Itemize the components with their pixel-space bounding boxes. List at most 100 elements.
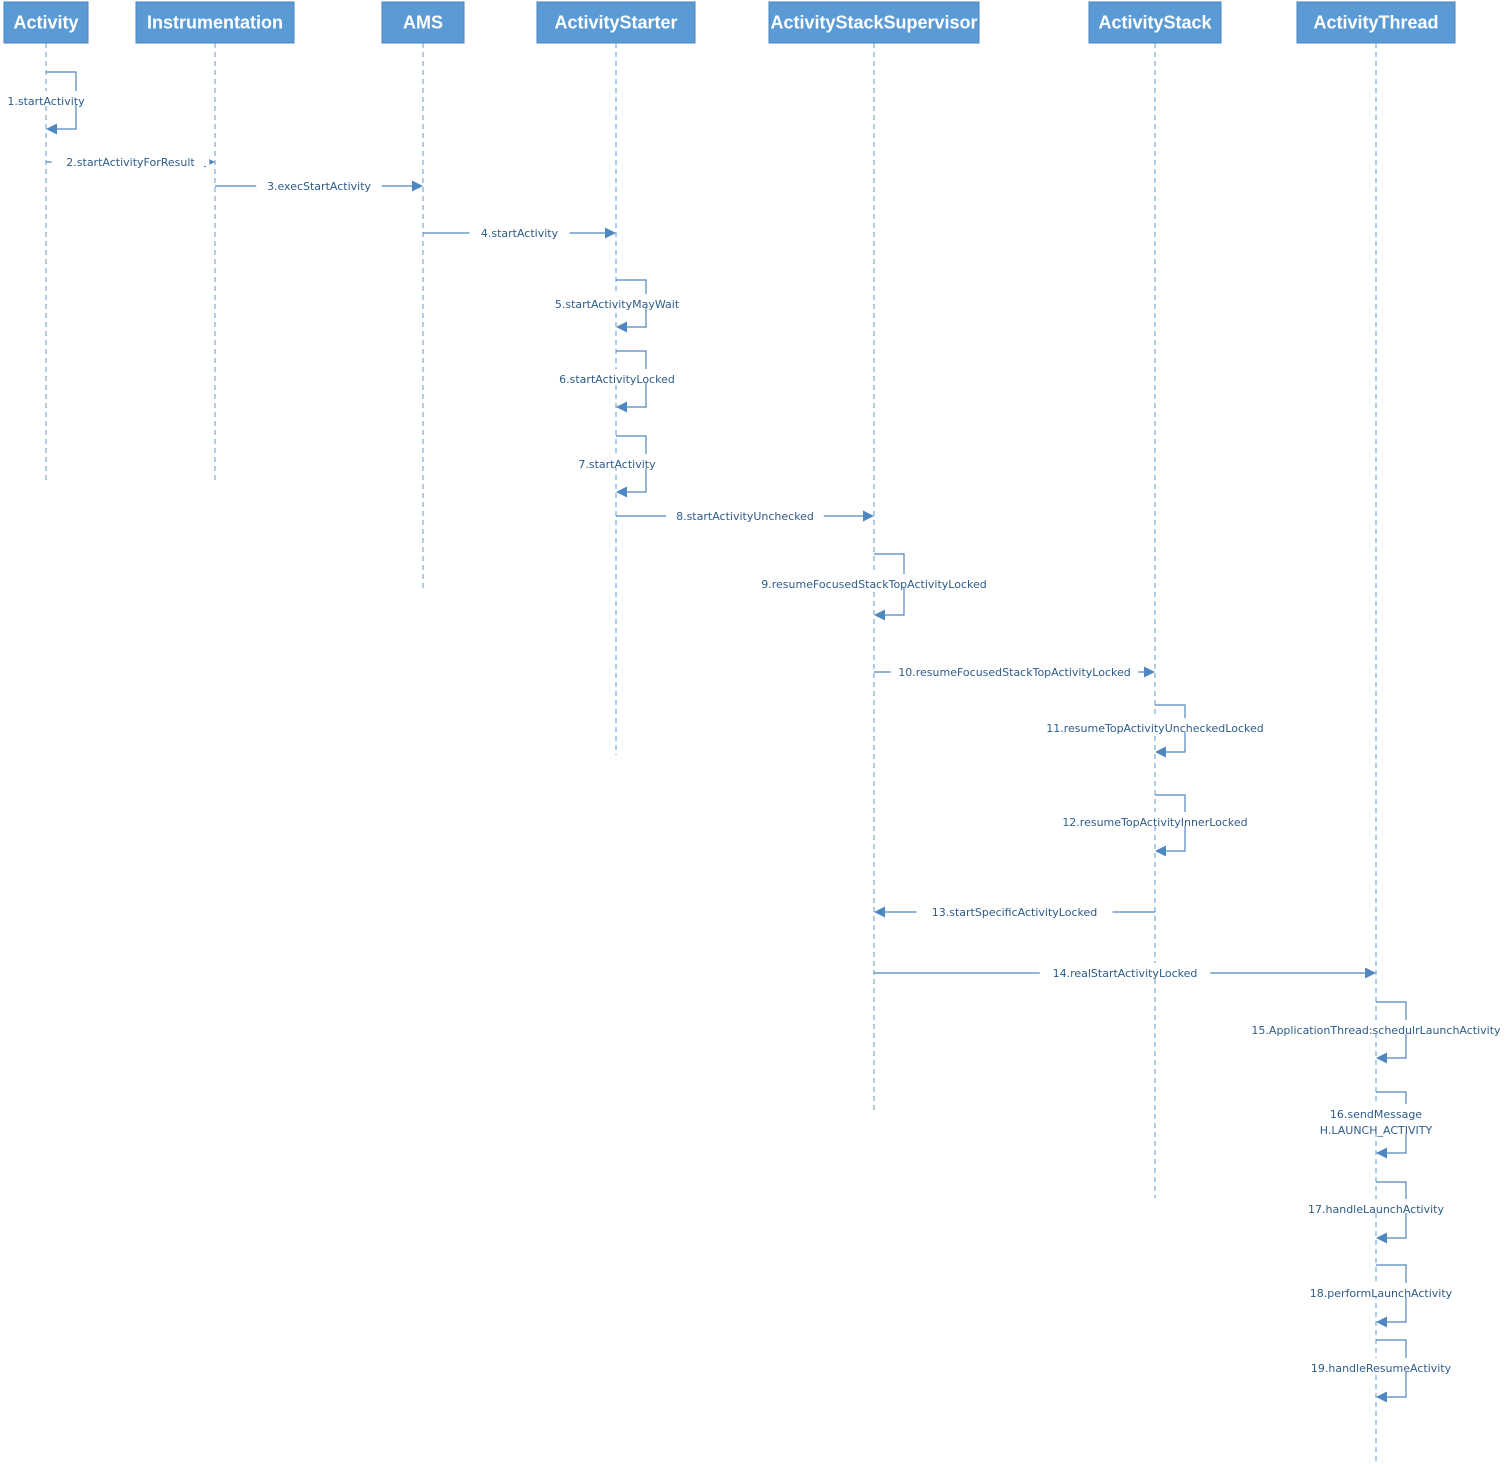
participant-box	[1296, 1, 1456, 44]
participant-activity-stack: ActivityStack	[1088, 1, 1222, 44]
label-backdrop	[469, 223, 570, 237]
message-6: 6.startActivityLocked	[547, 350, 687, 413]
arrow-head	[1155, 845, 1166, 857]
participant-activity-thread: ActivityThread	[1296, 1, 1456, 44]
arrow-head	[1376, 1052, 1387, 1064]
message-2: 2.startActivityForResult	[46, 152, 215, 169]
label-backdrop	[753, 574, 995, 588]
message-label: 18.performLaunchActivity	[1310, 1287, 1453, 1300]
message-1: 1.startActivity	[0, 71, 96, 135]
arrow-head	[616, 401, 627, 413]
participant-box	[381, 1, 465, 44]
arrow-head	[1376, 1147, 1387, 1159]
label-backdrop	[890, 662, 1139, 676]
label-backdrop	[916, 902, 1113, 916]
participant-name: ActivityStack	[1098, 13, 1212, 33]
message-14: 14.realStartActivityLocked	[874, 963, 1376, 980]
participant-activity: Activity	[3, 1, 89, 44]
message-18: 18.performLaunchActivity	[1302, 1264, 1460, 1328]
participant-box	[3, 1, 89, 44]
arrow-head	[616, 321, 627, 333]
label-backdrop	[1302, 1283, 1460, 1297]
message-label: 15.ApplicationThread:schedulrLaunchActiv…	[1251, 1024, 1501, 1037]
message-label-line: 16.sendMessage	[1330, 1108, 1422, 1121]
label-backdrop	[51, 152, 210, 166]
label-backdrop	[666, 506, 824, 520]
label-backdrop	[567, 454, 667, 468]
arrow-head	[46, 123, 57, 135]
message-label: 13.startSpecificActivityLocked	[932, 906, 1098, 919]
message-label: 12.resumeTopActivityInnerLocked	[1062, 816, 1247, 829]
label-backdrop	[1300, 1199, 1452, 1213]
participant-name: Instrumentation	[147, 13, 283, 33]
arrow-head	[1144, 666, 1155, 678]
arrow-head	[616, 486, 627, 498]
participant-name: ActivityThread	[1313, 13, 1438, 33]
arrow-head	[412, 180, 423, 192]
arrow-head	[1376, 1232, 1387, 1244]
message-8: 8.startActivityUnchecked	[616, 506, 874, 523]
message-4: 4.startActivity	[423, 223, 616, 240]
message-label: 10.resumeFocusedStackTopActivityLocked	[898, 666, 1131, 679]
message-13: 13.startSpecificActivityLocked	[874, 902, 1155, 919]
arrow-head	[874, 609, 885, 621]
message-15: 15.ApplicationThread:schedulrLaunchActiv…	[1236, 1001, 1506, 1064]
participant-name: ActivityStackSupervisor	[770, 13, 977, 33]
participant-box	[135, 1, 295, 44]
lifelines	[45, 43, 1377, 1462]
participant-headers: Activity Instrumentation AMS ActivityStarte…	[3, 1, 1456, 44]
message-label: 17.handleLaunchActivity	[1308, 1203, 1444, 1216]
participant-box	[768, 1, 980, 44]
message-11: 11.resumeTopActivityUncheckedLocked	[1041, 704, 1269, 758]
message-19: 19.handleResumeActivity	[1305, 1339, 1457, 1403]
message-label: 1.startActivity	[7, 95, 85, 108]
message-label: 19.handleResumeActivity	[1311, 1362, 1452, 1375]
message-7: 7.startActivity	[567, 435, 667, 498]
message-label: 7.startActivity	[578, 458, 656, 471]
label-backdrop	[1039, 963, 1211, 977]
message-10: 10.resumeFocusedStackTopActivityLocked	[874, 662, 1155, 679]
label-backdrop	[256, 176, 382, 190]
message-label: 8.startActivityUnchecked	[676, 510, 814, 523]
label-backdrop	[1305, 1358, 1457, 1372]
participant-name: Activity	[13, 13, 78, 33]
participant-box	[536, 1, 696, 44]
message-12: 12.resumeTopActivityInnerLocked	[1053, 794, 1257, 857]
participant-instrumentation: Instrumentation	[135, 1, 295, 44]
arrow-head	[605, 227, 616, 239]
message-label: 2.startActivityForResult	[66, 156, 195, 169]
message-9: 9.resumeFocusedStackTopActivityLocked	[753, 553, 995, 621]
message-label: 5.startActivityMayWait	[555, 298, 680, 311]
participant-activity-starter: ActivityStarter	[536, 1, 696, 44]
arrow-head	[1376, 1316, 1387, 1328]
message-label: 11.resumeTopActivityUncheckedLocked	[1046, 722, 1263, 735]
participant-name: AMS	[403, 13, 443, 33]
label-backdrop	[1236, 1020, 1506, 1034]
message-label: 14.realStartActivityLocked	[1053, 967, 1198, 980]
messages: 1.startActivity 2.startActivityForResult 3…	[0, 71, 1506, 1403]
arrow-head	[1365, 967, 1376, 979]
arrow-head	[874, 906, 885, 918]
label-backdrop	[1053, 812, 1257, 826]
label-backdrop	[544, 294, 690, 308]
participant-activity-stack-supervisor: ActivityStackSupervisor	[768, 1, 980, 44]
arrow-head	[863, 510, 874, 522]
message-3: 3.execStartActivity	[215, 176, 423, 193]
message-label: 3.execStartActivity	[267, 180, 372, 193]
label-backdrop	[0, 91, 96, 105]
participant-ams: AMS	[381, 1, 465, 44]
participant-box	[1088, 1, 1222, 44]
message-label: 6.startActivityLocked	[559, 373, 675, 386]
message-17: 17.handleLaunchActivity	[1300, 1181, 1452, 1244]
label-backdrop	[1319, 1104, 1433, 1134]
message-label: 4.startActivity	[481, 227, 559, 240]
label-backdrop	[547, 369, 687, 383]
message-label-line: H.LAUNCH_ACTIVITY	[1320, 1124, 1433, 1137]
arrow-head	[1155, 746, 1166, 758]
message-5: 5.startActivityMayWait	[544, 279, 690, 333]
arrow-head	[1376, 1391, 1387, 1403]
message-label: 9.resumeFocusedStackTopActivityLocked	[761, 578, 987, 591]
